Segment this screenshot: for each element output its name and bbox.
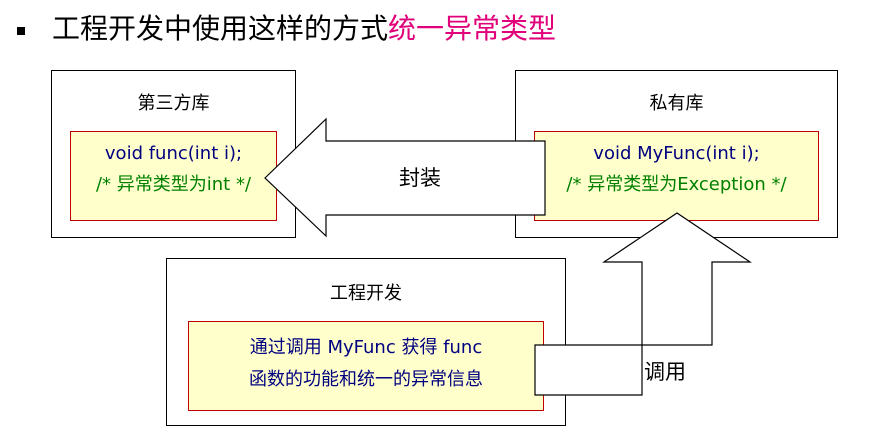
wrap-arrow <box>264 117 546 238</box>
third-party-code: void func(int i); <box>104 143 243 164</box>
heading-highlight: 统一异常类型 <box>388 12 557 45</box>
private-code-box: void MyFunc(int i); /* 异常类型为Exception */ <box>534 131 819 221</box>
private-library-title: 私有库 <box>649 93 704 114</box>
third-party-library-title: 第三方库 <box>137 93 210 114</box>
project-description-box: 通过调用 MyFunc 获得 func 函数的功能和统一的异常信息 <box>188 321 544 411</box>
project-development-box: 工程开发 通过调用 MyFunc 获得 func 函数的功能和统一的异常信息 <box>166 258 566 426</box>
slide-heading: 工程开发中使用这样的方式统一异常类型 <box>52 10 556 48</box>
private-library-box: 私有库 void MyFunc(int i); /* 异常类型为Exceptio… <box>515 70 838 238</box>
project-description-line-1: 通过调用 MyFunc 获得 func <box>249 337 483 358</box>
third-party-comment: /* 异常类型为int */ <box>95 174 252 195</box>
private-code: void MyFunc(int i); <box>593 143 760 164</box>
project-description-line-2: 函数的功能和统一的异常信息 <box>249 369 483 390</box>
project-development-title: 工程开发 <box>330 283 402 304</box>
wrap-arrow-label: 封装 <box>399 166 441 190</box>
call-arrow-label: 调用 <box>644 360 686 384</box>
third-party-code-box: void func(int i); /* 异常类型为int */ <box>70 131 277 221</box>
bullet-icon <box>17 27 25 35</box>
heading-text: 工程开发中使用这样的方式 <box>52 12 389 45</box>
third-party-library-box: 第三方库 void func(int i); /* 异常类型为int */ <box>51 70 296 238</box>
private-comment: /* 异常类型为Exception */ <box>566 174 787 195</box>
call-arrow <box>534 212 752 396</box>
